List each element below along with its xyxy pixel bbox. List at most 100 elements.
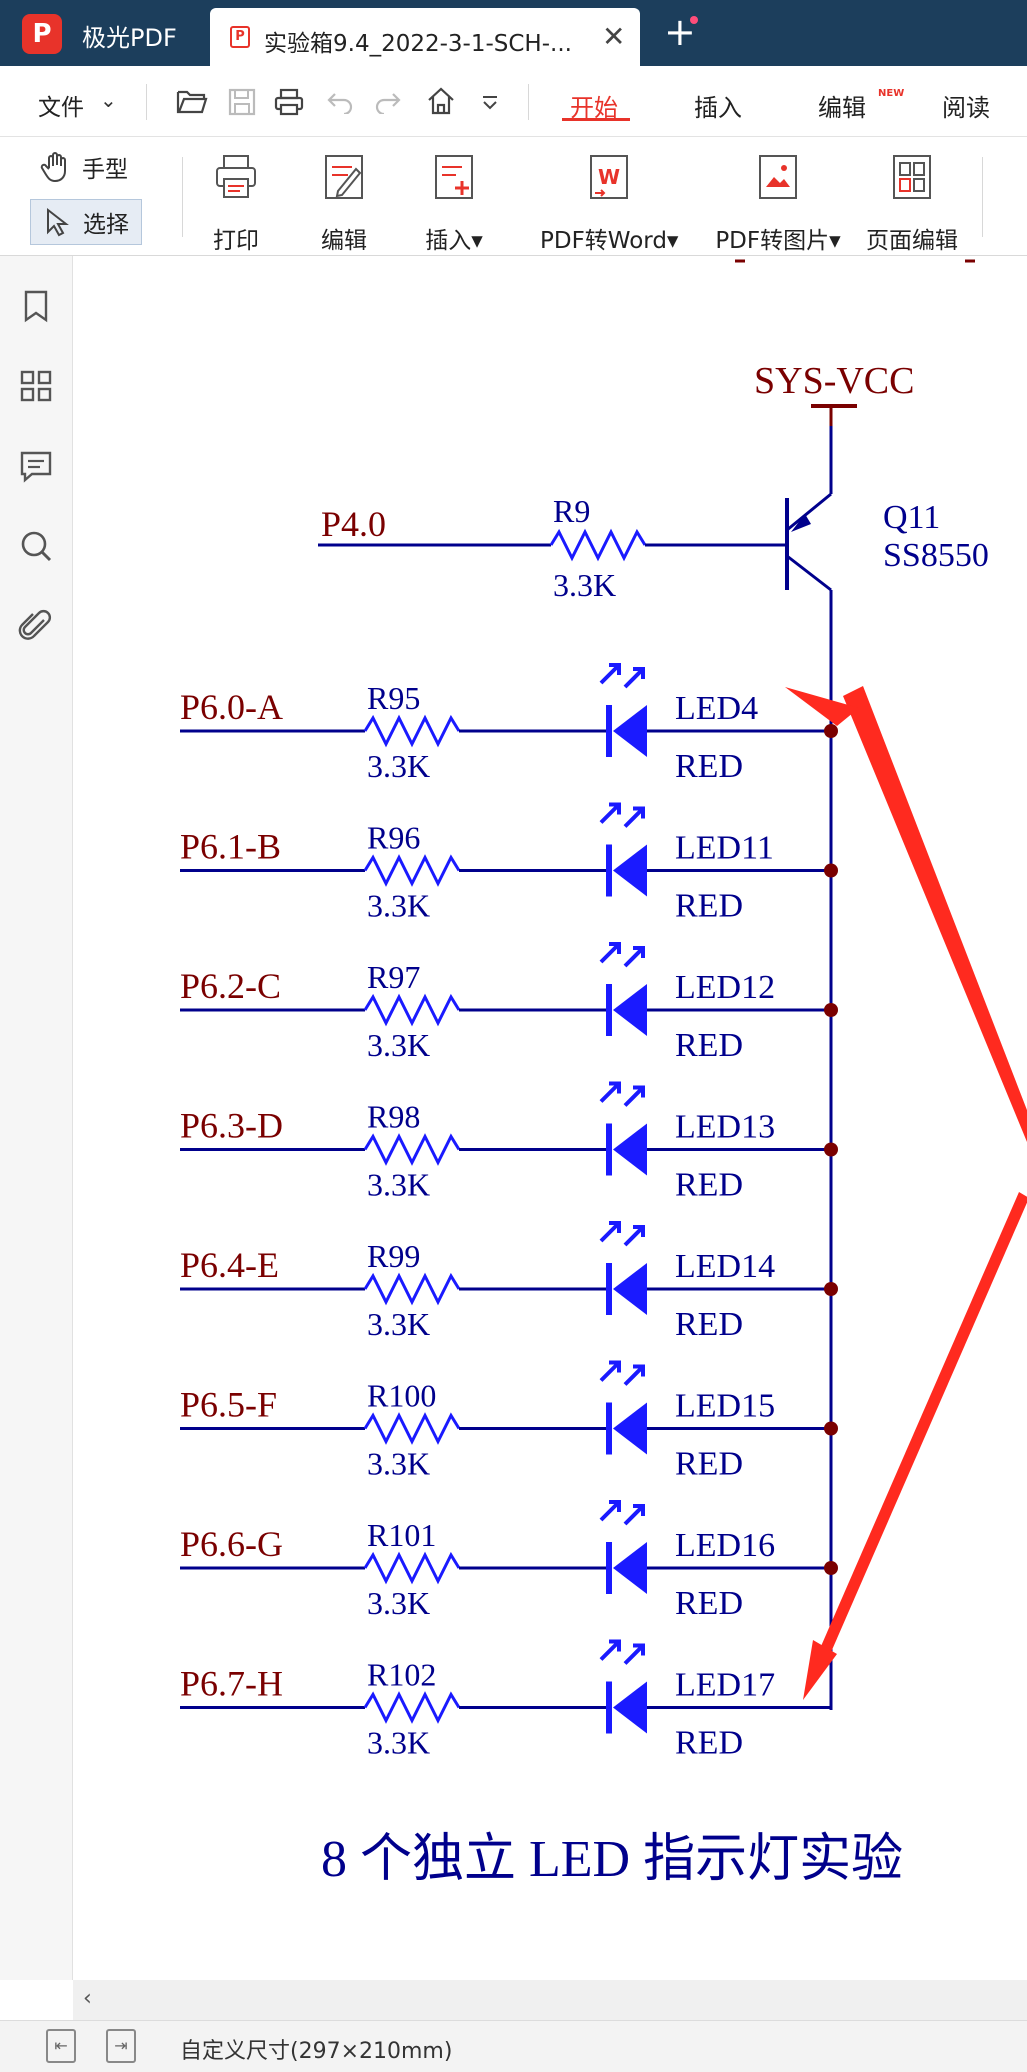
resistor: [363, 1551, 461, 1585]
led-color: RED: [675, 1167, 743, 1204]
attachment-icon[interactable]: [18, 608, 54, 644]
notification-dot: [690, 16, 698, 24]
open-folder-icon[interactable]: [176, 88, 208, 116]
tab-edit[interactable]: 编辑: [818, 94, 866, 122]
tab-read[interactable]: 阅读: [942, 94, 990, 122]
scroll-left-icon[interactable]: ‹: [83, 1986, 92, 2011]
toolbar-divider: [528, 84, 529, 120]
resistor-ref: R100: [367, 1378, 436, 1414]
next-view-icon[interactable]: ⇥: [106, 2029, 136, 2063]
resistor-ref: R101: [367, 1517, 436, 1553]
transistor-collector: [786, 554, 832, 592]
app-logo-icon: P: [22, 14, 62, 54]
light-arrow-icon: [599, 1221, 621, 1243]
pdf-to-image-button[interactable]: PDF转图片▾: [712, 147, 844, 254]
led-body-icon: [613, 984, 647, 1036]
ribbon-divider: [982, 157, 983, 237]
net-label: P6.1-B: [180, 827, 281, 867]
bookmark-icon[interactable]: [18, 288, 54, 324]
light-arrow-icon: [599, 942, 621, 964]
light-arrow-icon: [623, 667, 645, 689]
resistor-value: 3.3K: [367, 1725, 430, 1761]
ribbon-divider: [182, 157, 183, 237]
light-arrow-icon: [623, 1085, 645, 1107]
previous-view-icon[interactable]: ⇤: [46, 2029, 76, 2063]
cursor-arrow-icon: [47, 207, 69, 237]
net-label: P6.3-D: [180, 1106, 283, 1146]
resistor: [363, 1412, 461, 1445]
led-ref: LED13: [675, 1109, 775, 1146]
light-arrow-icon: [599, 802, 621, 824]
resistor-ref: R98: [367, 1099, 420, 1135]
led-body-icon: [613, 1263, 647, 1315]
led-body-icon: [613, 705, 647, 757]
page-size-readout: 自定义尺寸(297×210mm): [180, 2039, 453, 2064]
led-body-icon: [613, 1402, 647, 1455]
annotation-arrow-head-icon: [803, 1640, 837, 1700]
resistor-ref: R95: [367, 680, 420, 716]
transistor-part: SS8550: [883, 537, 989, 574]
title-tab-bar: P 极光PDF P 实验箱9.4_2022-3-1-SCH-... ✕ +: [0, 0, 1027, 66]
status-bar: ⇤ ⇥ 自定义尺寸(297×210mm): [0, 2020, 1027, 2072]
chevron-down-icon[interactable]: ⌄: [100, 88, 117, 112]
net-label: P6.2-C: [180, 966, 281, 1006]
horizontal-scrollbar[interactable]: ‹: [73, 1980, 1027, 2020]
document-tab[interactable]: P 实验箱9.4_2022-3-1-SCH-... ✕: [210, 8, 640, 66]
page-grid-icon: [893, 155, 931, 199]
led-color: RED: [675, 1027, 743, 1064]
light-arrow-icon: [599, 1081, 621, 1103]
junction-dot: [824, 1561, 838, 1575]
edit-button[interactable]: 编辑: [284, 147, 404, 254]
light-arrow-icon: [599, 663, 621, 685]
hand-tool-button[interactable]: 手型: [28, 145, 140, 189]
net-label: P6.7-H: [180, 1664, 283, 1704]
led-body-icon: [613, 1123, 647, 1176]
transistor-emitter: [786, 492, 832, 532]
led-ref: LED12: [675, 969, 775, 1006]
page-edit-button[interactable]: 页面编辑: [852, 147, 972, 254]
search-icon[interactable]: [18, 528, 54, 564]
resistor-ref: R99: [367, 1238, 420, 1274]
led-ref: LED15: [675, 1388, 775, 1425]
left-sidebar: [0, 256, 73, 1980]
led-ref: LED14: [675, 1248, 775, 1285]
pdf-file-icon: P: [230, 26, 250, 48]
redo-icon: [375, 93, 401, 114]
led-body-icon: [613, 844, 647, 897]
print-icon[interactable]: [274, 88, 304, 116]
image-convert-icon: [759, 155, 797, 199]
edit-document-icon: [325, 155, 363, 199]
comment-icon[interactable]: [18, 448, 54, 484]
tab-home[interactable]: 开始: [570, 94, 618, 122]
resistor-value: 3.3K: [367, 888, 430, 924]
home-icon[interactable]: [426, 86, 456, 116]
insert-button[interactable]: 插入▾: [394, 147, 514, 254]
close-tab-icon[interactable]: ✕: [602, 20, 626, 53]
resistor-value: 3.3K: [367, 1167, 430, 1203]
annotation-arrow-line: [815, 1192, 1027, 1666]
document-tab-title: 实验箱9.4_2022-3-1-SCH-...: [264, 31, 572, 57]
resistor-value: 3.3K: [367, 1585, 430, 1621]
led-body-icon: [613, 1542, 647, 1594]
tab-insert[interactable]: 插入: [694, 94, 742, 122]
led-color: RED: [675, 748, 743, 785]
resistor-ref: R97: [367, 959, 420, 995]
led-ref: LED4: [675, 690, 758, 727]
vcc-label: SYS-VCC: [754, 360, 915, 402]
junction-dot: [824, 863, 838, 878]
select-tool-button[interactable]: 选择: [30, 199, 142, 245]
customize-dropdown-icon[interactable]: [480, 94, 500, 112]
file-menu[interactable]: 文件: [38, 95, 84, 121]
app-name: 极光PDF: [82, 24, 177, 52]
print-button[interactable]: 打印: [176, 147, 296, 254]
pdf-to-word-button[interactable]: W PDF转Word▾: [540, 147, 678, 254]
app-home-tab[interactable]: P 极光PDF: [0, 0, 210, 66]
led-ref: LED11: [675, 830, 774, 867]
thumbnails-icon[interactable]: [18, 368, 54, 404]
base-resistor-ref: R9: [553, 493, 590, 529]
resistor-value: 3.3K: [367, 1027, 430, 1063]
junction-dot: [824, 724, 838, 738]
light-arrow-icon: [623, 946, 645, 968]
